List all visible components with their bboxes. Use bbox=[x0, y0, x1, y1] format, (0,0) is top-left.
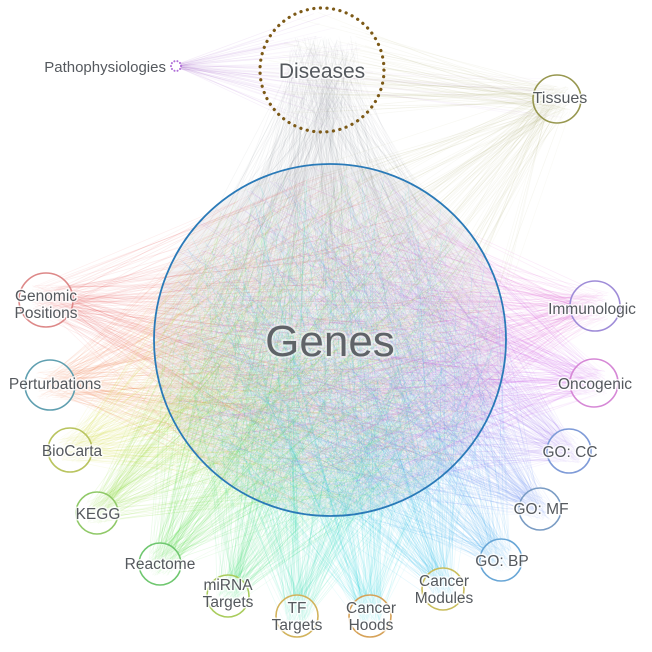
edges-pathophysiologies-to-diseases bbox=[173, 13, 373, 128]
label-biocarta: BioCarta bbox=[42, 443, 103, 460]
node-kegg[interactable] bbox=[75, 491, 119, 535]
node-oncogenic[interactable] bbox=[569, 358, 619, 408]
edges-go-cc-to-genes bbox=[154, 168, 581, 514]
edges-cancer-hoods-to-genes bbox=[160, 173, 503, 628]
edges-perturbations-to-genes bbox=[36, 167, 496, 510]
edges-immunologic-to-genes bbox=[160, 167, 609, 514]
edges-tissues-to-genes bbox=[165, 85, 571, 513]
edges-tf-targets-to-genes bbox=[173, 175, 493, 628]
edges-pathophysiologies-to-tissues bbox=[174, 63, 567, 120]
label-pathophysiologies: Pathophysiologies bbox=[44, 59, 166, 76]
node-cancer-hoods[interactable] bbox=[348, 594, 392, 638]
label-genes: Genes bbox=[265, 317, 395, 366]
label-oncogenic: Oncogenic bbox=[558, 376, 632, 393]
edges-mirna-targets-to-genes bbox=[185, 164, 501, 608]
edges-biocarta-to-genes bbox=[57, 180, 506, 503]
label-perturbations: Perturbations bbox=[9, 376, 101, 393]
label-diseases: Diseases bbox=[279, 60, 365, 83]
node-go-mf[interactable] bbox=[518, 487, 562, 531]
node-pathophysiologies[interactable] bbox=[170, 60, 182, 72]
node-diseases[interactable] bbox=[258, 6, 386, 134]
node-go-cc[interactable] bbox=[546, 428, 592, 474]
edges-oncogenic-to-genes bbox=[158, 177, 608, 508]
label-reactome: Reactome bbox=[125, 556, 196, 573]
edges-tissues-to-diseases bbox=[263, 11, 571, 121]
node-perturbations[interactable] bbox=[24, 359, 76, 411]
label-go-cc: GO: CC bbox=[542, 444, 597, 461]
edges-diseases-to-genes bbox=[156, 35, 504, 514]
node-immunologic[interactable] bbox=[569, 280, 621, 332]
label-go-bp: GO: BP bbox=[475, 553, 528, 570]
node-tf-targets[interactable] bbox=[275, 594, 319, 638]
node-tissues[interactable] bbox=[532, 74, 582, 124]
edges-cancer-modules-to-genes bbox=[156, 176, 495, 601]
node-reactome[interactable] bbox=[138, 542, 182, 586]
node-biocarta[interactable] bbox=[47, 427, 93, 473]
edges-go-bp-to-genes bbox=[160, 165, 513, 572]
label-go-mf: GO: MF bbox=[513, 501, 568, 518]
label-tissues: Tissues bbox=[533, 90, 588, 107]
genes-circle-tint bbox=[154, 164, 506, 516]
edges-reactome-to-genes bbox=[148, 168, 499, 576]
node-mirna-targets[interactable] bbox=[206, 574, 250, 618]
node-genomic-positions[interactable] bbox=[18, 272, 74, 328]
label-kegg: KEGG bbox=[76, 506, 121, 523]
edges-genomic-positions-to-genes bbox=[31, 172, 506, 508]
label-immunologic: Immunologic bbox=[548, 301, 636, 318]
node-genes[interactable] bbox=[153, 163, 507, 517]
node-cancer-modules[interactable] bbox=[421, 567, 465, 611]
node-go-bp[interactable] bbox=[479, 538, 523, 582]
